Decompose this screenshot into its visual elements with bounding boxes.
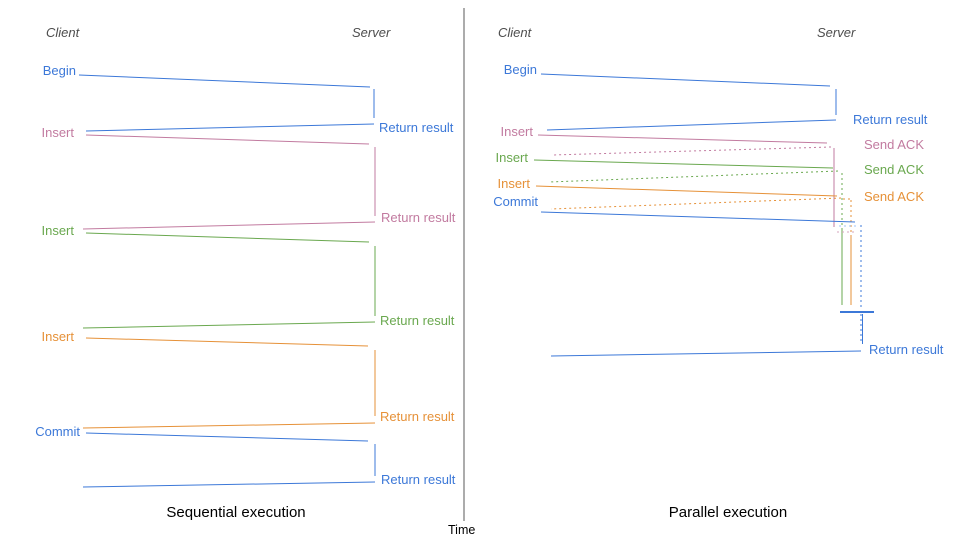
- request-line: [540, 73, 831, 87]
- par-insert3-ack-label: Send ACK: [864, 189, 924, 204]
- sequential-caption: Sequential execution: [166, 504, 306, 521]
- seq-client-header: Client: [46, 25, 80, 40]
- request-line: [85, 432, 369, 442]
- par-commit-label: Commit: [493, 194, 538, 209]
- parallel-caption: Parallel execution: [668, 504, 788, 521]
- seq-insert3-label: Insert: [41, 329, 74, 344]
- par-commit-result-label: Return result: [869, 342, 944, 357]
- response-line: [85, 123, 375, 132]
- ack-line: [550, 197, 842, 210]
- par-insert3-label: Insert: [497, 176, 530, 191]
- request-line: [535, 185, 838, 197]
- par-insert2-flow: [533, 159, 843, 305]
- seq-insert1-flow: [82, 134, 376, 230]
- par-insert3-flow: [535, 185, 852, 305]
- request-line: [85, 232, 370, 243]
- seq-insert2-label: Insert: [41, 223, 74, 238]
- seq-commit-label: Commit: [35, 424, 80, 439]
- response-line: [546, 119, 837, 131]
- response-line: [82, 481, 376, 488]
- seq-insert3-flow: [82, 337, 376, 429]
- seq-insert2-flow: [82, 232, 376, 329]
- request-line: [85, 337, 369, 347]
- seq-commit-flow: [82, 432, 376, 488]
- par-server-header: Server: [817, 25, 856, 40]
- ack-line: [551, 146, 832, 156]
- request-line: [533, 159, 834, 169]
- seq-begin-result-label: Return result: [379, 120, 454, 135]
- par-insert2-ack-label: Send ACK: [864, 162, 924, 177]
- seq-server-header: Server: [352, 25, 391, 40]
- seq-begin-label: Begin: [42, 63, 76, 78]
- request-line: [537, 134, 828, 144]
- response-line: [550, 350, 862, 357]
- par-insert1-label: Insert: [500, 124, 533, 139]
- seq-insert2-result-label: Return result: [380, 313, 455, 328]
- request-line: [85, 134, 370, 145]
- par-insert1-ack-label: Send ACK: [864, 137, 924, 152]
- par-begin-flow: [540, 73, 837, 131]
- request-line: [540, 211, 856, 223]
- par-begin-result-label: Return result: [853, 112, 928, 127]
- par-insert2-label: Insert: [495, 150, 528, 165]
- par-begin-label: Begin: [503, 62, 537, 77]
- response-line: [82, 221, 376, 230]
- seq-insert3-result-label: Return result: [380, 409, 455, 424]
- seq-commit-result-label: Return result: [381, 472, 456, 487]
- response-line: [82, 422, 376, 429]
- seq-begin-flow: [78, 74, 375, 132]
- time-axis-label: Time: [448, 523, 476, 537]
- par-client-header: Client: [498, 25, 532, 40]
- response-line: [82, 321, 376, 329]
- seq-insert1-result-label: Return result: [381, 210, 456, 225]
- request-line: [78, 74, 371, 88]
- par-insert1-flow: [537, 134, 835, 227]
- par-commit-flow: [540, 211, 874, 357]
- seq-insert1-label: Insert: [41, 125, 74, 140]
- ack-line: [548, 170, 839, 183]
